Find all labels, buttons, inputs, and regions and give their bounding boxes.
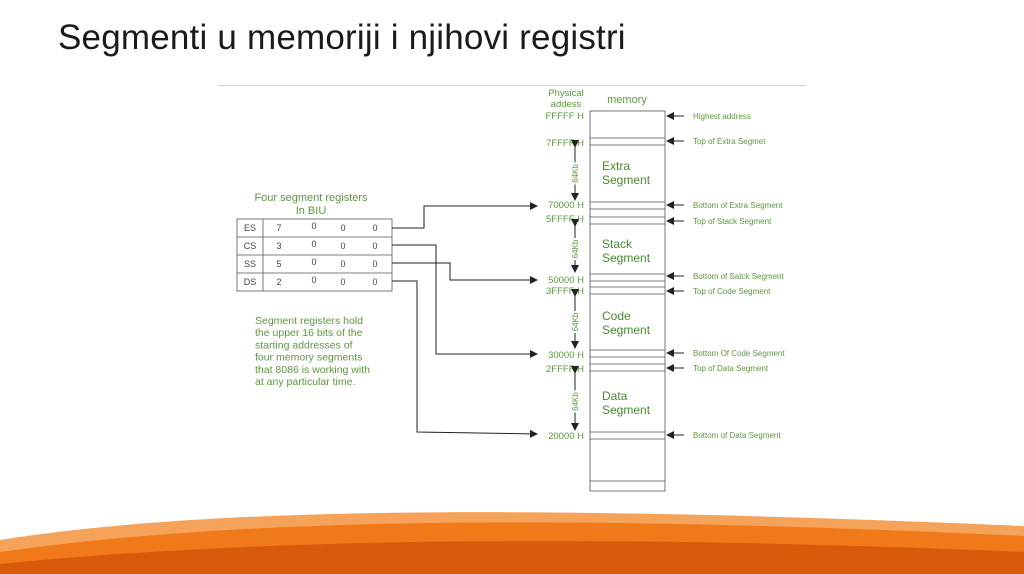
register-connectors: [392, 206, 537, 434]
size-label: 64Kb: [571, 312, 580, 331]
register-digit: 0: [311, 239, 316, 249]
register-note-line: that 8086 is working with: [255, 364, 370, 376]
register-note-line: the upper 16 bits of the: [255, 327, 363, 339]
register-digit: 3: [276, 241, 281, 251]
annotation-label: Bottom of Satck Segment: [693, 272, 784, 281]
register-digit: 5: [276, 259, 281, 269]
segment-label-line2: Segment: [602, 323, 651, 337]
address-label: 50000 H: [548, 275, 584, 286]
memory-label: memory: [607, 94, 647, 106]
register-name-cs: CS: [244, 241, 257, 251]
address-label: 5FFFF H: [546, 214, 584, 225]
address-label: 2FFFF H: [546, 364, 584, 375]
register-note-line: starting addresses of: [255, 339, 353, 351]
register-digit: 0: [372, 241, 377, 251]
size-label: 64Kb: [571, 239, 580, 258]
register-note-line: four memory segments: [255, 352, 362, 364]
annotation-label: Bottom Of Code Segment: [693, 349, 785, 358]
size-label: 64Kb: [571, 392, 580, 411]
register-digit: 0: [372, 259, 377, 269]
register-digit: 0: [372, 277, 377, 287]
ds-connector: [392, 281, 537, 434]
address-label: 7FFFF H: [546, 138, 584, 149]
annotation-label: Top of Extra Segmet: [693, 137, 766, 146]
annotation-label: Top of Data Segment: [693, 364, 769, 373]
annotation-label: Top of Code Segment: [693, 287, 771, 296]
address-label: 30000 H: [548, 350, 584, 361]
footer-swoosh: [0, 490, 1024, 574]
register-name-ds: DS: [244, 277, 257, 287]
register-digit: 0: [311, 275, 316, 285]
registers-heading-line2: In BIU: [296, 205, 327, 217]
segment-label-line1: Data: [602, 389, 628, 403]
ss-connector: [392, 263, 537, 280]
segment-label-line1: Code: [602, 309, 631, 323]
register-digit: 0: [340, 223, 345, 233]
register-digit: 0: [372, 223, 377, 233]
physical-label-line2: addess: [551, 99, 582, 110]
segment-label-line2: Segment: [602, 403, 651, 417]
register-digit: 0: [311, 257, 316, 267]
registers-heading-line1: Four segment registers: [254, 192, 368, 204]
register-note-line: at any particular time.: [255, 376, 355, 388]
es-connector: [392, 206, 537, 228]
segment-label-line2: Segment: [602, 173, 651, 187]
register-name-es: ES: [244, 223, 256, 233]
size-label: 64Kb: [571, 164, 580, 183]
address-label: 70000 H: [548, 200, 584, 211]
register-digit: 0: [311, 221, 316, 231]
segment-label-line1: Stack: [602, 237, 633, 251]
register-digit: 0: [340, 259, 345, 269]
annotation-label: Highest address: [693, 112, 751, 121]
annotation-label: Top of Stack Segment: [693, 217, 772, 226]
address-label: 20000 H: [548, 431, 584, 442]
segment-label-line1: Extra: [602, 159, 630, 173]
segment-label-line2: Segment: [602, 251, 651, 265]
register-digit: 0: [340, 277, 345, 287]
address-label: FFFFF H: [545, 111, 584, 122]
register-digit: 0: [340, 241, 345, 251]
annotation-label: Bottom of Data Segment: [693, 431, 781, 440]
register-note-line: Segment registers hold: [255, 315, 363, 327]
register-digit: 2: [276, 277, 281, 287]
register-name-ss: SS: [244, 259, 256, 269]
cs-connector: [392, 245, 537, 354]
register-digit: 7: [276, 223, 281, 233]
address-label: 3FFFF H: [546, 286, 584, 297]
physical-label-line1: Physical: [548, 88, 583, 99]
annotation-label: Bottom of Extra Segment: [693, 201, 783, 210]
